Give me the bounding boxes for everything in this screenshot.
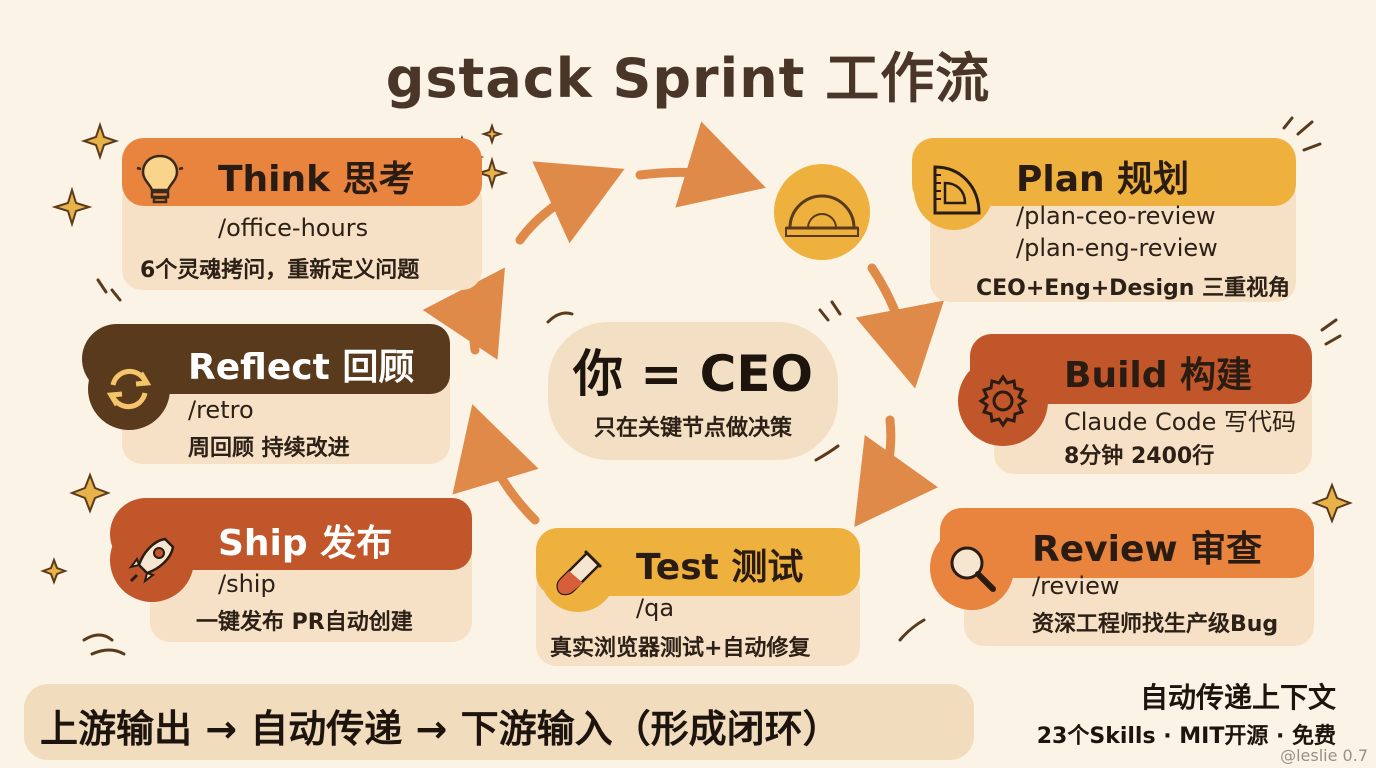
refresh-icon: [88, 348, 170, 430]
footer-meta-label: 23个Skills · MIT开源 · 免费: [1036, 724, 1336, 749]
arrow-think-to-plan: [515, 161, 625, 245]
stage-build-command: Claude Code 写代码: [1064, 408, 1297, 436]
set-square-icon: [914, 150, 994, 230]
credit-watermark: @leslie 0.7: [1280, 746, 1368, 765]
stage-reflect-command: /retro: [188, 396, 254, 424]
rocket-icon: [110, 518, 194, 602]
arrow-to-plan-circle: [635, 121, 766, 208]
arrow-plan-to-build: [855, 263, 944, 389]
stage-plan-desc: CEO+Eng+Design 三重视角: [976, 276, 1291, 301]
center-panel: [548, 322, 838, 460]
lightbulb-icon: [128, 146, 192, 210]
stage-test-desc: 真实浏览器测试+自动修复: [550, 636, 811, 661]
stage-ship-desc: 一键发布 PR自动创建: [196, 610, 413, 635]
banner-text: 上游输出 → 自动传递 → 下游输入（形成闭环）: [40, 707, 841, 751]
stage-think-desc: 6个灵魂拷问，重新定义问题: [140, 258, 420, 283]
stage-think-title: Think 思考: [218, 159, 415, 200]
stage-review-title: Review 审查: [1032, 529, 1263, 570]
stage-plan-command-eng: /plan-eng-review: [1016, 234, 1218, 262]
protractor-badge: [774, 164, 870, 260]
stage-reflect-title: Reflect 回顾: [188, 347, 415, 388]
stage-plan-title: Plan 规划: [1016, 159, 1190, 200]
stage-review-desc: 资深工程师找生产级Bug: [1032, 612, 1279, 637]
stage-plan-command-ceo: /plan-ceo-review: [1016, 202, 1216, 230]
center-subtitle: 只在关键节点做决策: [593, 416, 792, 441]
footer-context-label: 自动传递上下文: [1139, 681, 1336, 714]
gear-icon: [958, 356, 1048, 446]
stage-test-command: /qa: [636, 594, 675, 622]
stage-ship-title: Ship 发布: [218, 523, 393, 564]
stage-reflect-desc: 周回顾 持续改进: [188, 436, 350, 461]
stage-think-command: /office-hours: [218, 214, 369, 242]
page-title: gstack Sprint 工作流: [385, 47, 991, 110]
accent-marks: [82, 116, 1342, 656]
arrow-build-to-review: [854, 415, 938, 527]
stage-build-title: Build 构建: [1064, 355, 1253, 396]
test-tube-icon: [540, 536, 616, 612]
stage-ship-command: /ship: [218, 570, 276, 598]
stage-build-desc: 8分钟 2400行: [1064, 444, 1215, 469]
stage-test-title: Test 测试: [636, 547, 804, 588]
arrow-to-reflect: [452, 404, 540, 525]
stage-review-command: /review: [1032, 572, 1120, 600]
bottom-banner: [24, 684, 974, 760]
magnifier-icon: [930, 526, 1014, 610]
arrow-reflect-to-think: [422, 267, 505, 360]
center-ceo-label: 你 = CEO: [572, 345, 814, 403]
